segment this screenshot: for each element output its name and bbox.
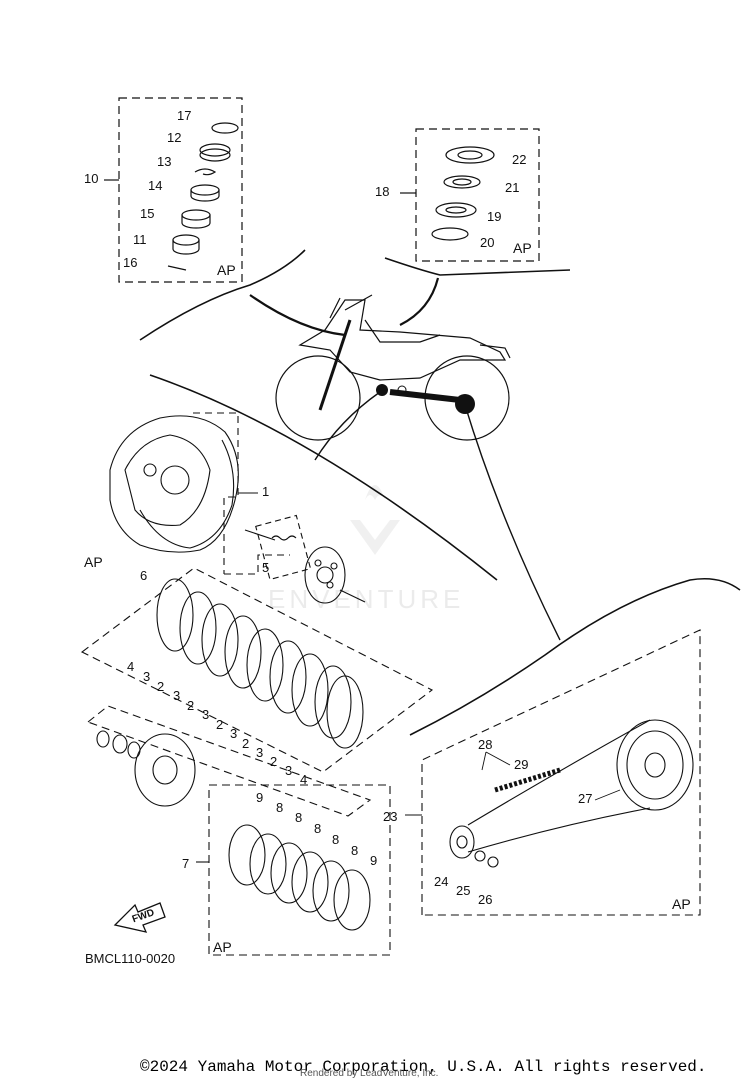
- friction-plate-set: [196, 784, 391, 956]
- rendered-by-notice: Rendered by LeadVenture, Inc.: [300, 1068, 439, 1079]
- callout-2c: 2: [216, 717, 223, 732]
- callout-26: 26: [478, 892, 492, 907]
- ap-label-18: AP: [513, 240, 532, 256]
- callout-2e: 2: [270, 754, 277, 769]
- callout-8d: 8: [332, 832, 339, 847]
- watermark-text: ENVENTURE: [268, 584, 464, 614]
- callout-22: 22: [512, 152, 526, 167]
- callout-11: 11: [133, 232, 147, 247]
- callout-19: 19: [487, 209, 501, 224]
- callout-4b: 4: [300, 772, 307, 787]
- callout-1: 1: [262, 484, 269, 499]
- chain-marker: [397, 385, 407, 395]
- callout-12: 12: [167, 130, 181, 145]
- callout-2d: 2: [242, 736, 249, 751]
- callout-27: 27: [578, 791, 592, 806]
- callout-13: 13: [157, 154, 171, 169]
- engine-marker: [376, 384, 388, 396]
- callout-5: 5: [262, 560, 269, 575]
- callout-8b: 8: [295, 810, 302, 825]
- callout-6: 6: [140, 568, 147, 583]
- callout-2a: 2: [157, 679, 164, 694]
- callout-25: 25: [456, 883, 470, 898]
- callout-3e: 3: [256, 745, 263, 760]
- callout-8e: 8: [351, 843, 358, 858]
- callout-8c: 8: [314, 821, 321, 836]
- drive-chain-group: [405, 629, 701, 916]
- leader-lines: [481, 751, 621, 801]
- callout-18: 18: [375, 184, 389, 199]
- callout-15: 15: [140, 206, 154, 221]
- ap-labels: AP AP AP AP AP: [84, 240, 691, 955]
- callout-29: 29: [514, 757, 528, 772]
- callout-16: 16: [123, 255, 137, 270]
- bearing-group-18: [400, 128, 540, 262]
- callout-7: 7: [182, 856, 189, 871]
- callout-17: 17: [177, 108, 191, 123]
- callout-28: 28: [478, 737, 492, 752]
- callout-14: 14: [148, 178, 162, 193]
- callout-3d: 3: [230, 726, 237, 741]
- clutch-plate-stack: [80, 567, 434, 773]
- motorcycle-outline: [275, 294, 511, 441]
- watermark-logo: ENVENTURE: [268, 485, 464, 614]
- callout-24: 24: [434, 874, 448, 889]
- diagram-code: BMCL110-0020: [85, 951, 175, 966]
- callout-20: 20: [480, 235, 494, 250]
- callout-9a: 9: [256, 790, 263, 805]
- bolt-spring-assembly: [244, 514, 366, 604]
- callout-labels: 17 12 13 14 15 11 16 10 22 21 19 20 18 1…: [84, 108, 592, 907]
- bearing-group-10: [104, 97, 243, 283]
- ap-label-23: AP: [672, 896, 691, 912]
- callout-2b: 2: [187, 698, 194, 713]
- callout-21: 21: [505, 180, 519, 195]
- crankcase-cover: [109, 412, 290, 575]
- callout-3c: 3: [202, 707, 209, 722]
- ap-label-1: AP: [84, 554, 103, 570]
- ap-label-10: AP: [217, 262, 236, 278]
- callout-3a: 3: [143, 669, 150, 684]
- section-dividers: [139, 249, 741, 736]
- fwd-arrow-icon: FWD: [113, 902, 166, 933]
- callout-10: 10: [84, 171, 98, 186]
- callout-8a: 8: [276, 800, 283, 815]
- sprocket-marker: [455, 394, 475, 414]
- callout-3f: 3: [285, 763, 292, 778]
- ap-label-7: AP: [213, 939, 232, 955]
- copyright-notice: ©2024 Yamaha Motor Corporation, U.S.A. A…: [140, 1058, 707, 1076]
- callout-23: 23: [383, 809, 397, 824]
- callout-4a: 4: [127, 659, 134, 674]
- callout-9b: 9: [370, 853, 377, 868]
- callout-3b: 3: [173, 688, 180, 703]
